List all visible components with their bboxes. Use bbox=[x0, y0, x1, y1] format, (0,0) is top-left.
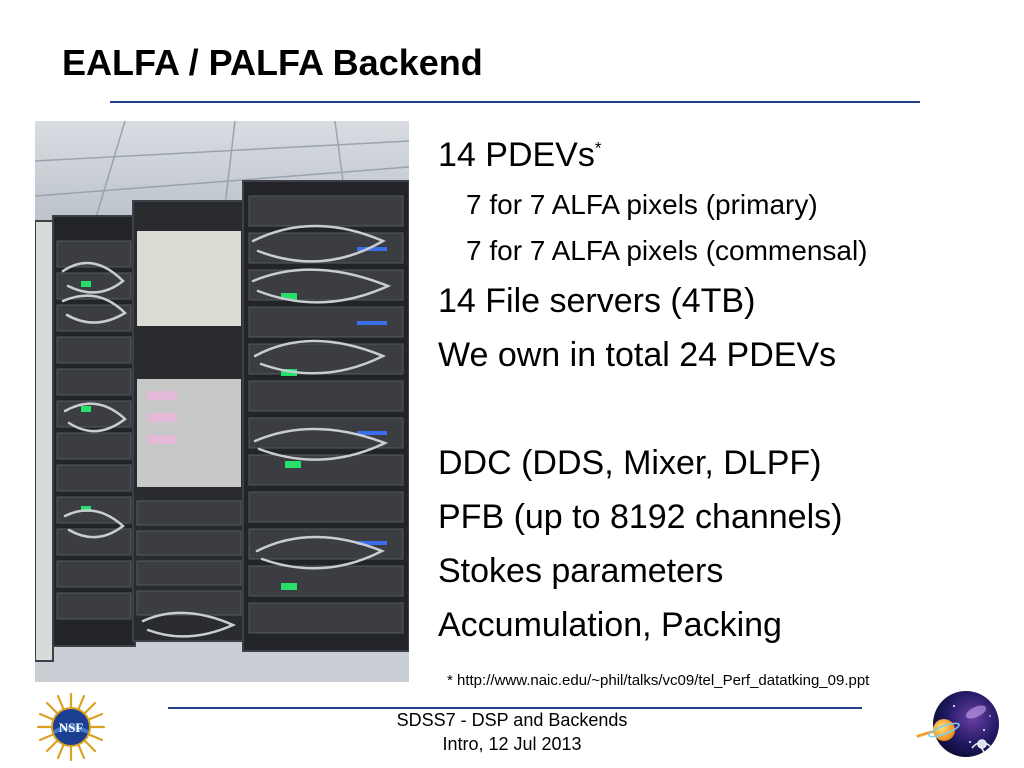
slide-footer: SDSS7 - DSP and Backends Intro, 12 Jul 2… bbox=[350, 708, 674, 756]
bullet-list: 14 PDEVs* 7 for 7 ALFA pixels (primary) … bbox=[438, 128, 1018, 652]
footnote-marker: * bbox=[594, 138, 602, 158]
bullet-spacer bbox=[438, 382, 1018, 436]
sub-bullet-primary: 7 for 7 ALFA pixels (primary) bbox=[466, 189, 818, 220]
sub-bullet-commensal: 7 for 7 ALFA pixels (commensal) bbox=[466, 235, 868, 266]
bullet-accumulation: Accumulation, Packing bbox=[438, 606, 782, 644]
title-divider bbox=[110, 101, 920, 103]
bullet-ddc: DDC (DDS, Mixer, DLPF) bbox=[438, 444, 822, 482]
footer-line-1: SDSS7 - DSP and Backends bbox=[396, 710, 628, 730]
astronomy-emblem-icon bbox=[914, 690, 1004, 762]
bullet-file-servers: 14 File servers (4TB) bbox=[438, 282, 756, 320]
bullet-stokes: Stokes parameters bbox=[438, 552, 724, 590]
bullet-total-pdevs: We own in total 24 PDEVs bbox=[438, 336, 837, 374]
footnote-url: * http://www.naic.edu/~phil/talks/vc09/t… bbox=[447, 672, 870, 689]
footer-divider bbox=[168, 707, 862, 709]
footer-line-2: Intro, 12 Jul 2013 bbox=[442, 734, 582, 754]
slide-title: EALFA / PALFA Backend bbox=[62, 42, 483, 83]
bullet-pfb: PFB (up to 8192 channels) bbox=[438, 498, 843, 536]
server-rack-photo bbox=[35, 121, 409, 682]
bullet-pdevs: 14 PDEVs* bbox=[438, 136, 602, 174]
nsf-logo-text: NSF bbox=[59, 720, 84, 735]
nsf-logo-icon: NSF bbox=[36, 692, 106, 762]
